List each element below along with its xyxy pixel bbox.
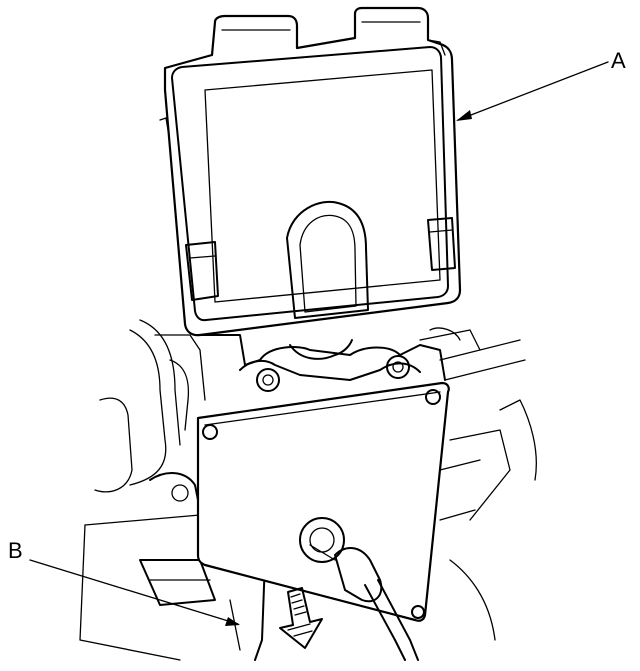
ground-cable	[299, 517, 419, 661]
arrowhead-b-icon	[225, 617, 240, 626]
mounting-bolt-icon	[202, 424, 218, 440]
arrowhead-a-icon	[456, 110, 472, 121]
leader-lines	[29, 61, 609, 626]
control-unit-plate	[196, 381, 450, 622]
terminal-icon	[299, 517, 345, 563]
upper-module	[159, 6, 462, 337]
leader-line-b	[29, 559, 239, 625]
mounting-bolt-icon	[411, 605, 425, 619]
bolt-icon	[256, 368, 280, 392]
removal-direction-arrow	[279, 587, 323, 649]
leader-line-a	[457, 61, 609, 121]
callout-label-b: B	[8, 538, 23, 563]
bolt-icon	[171, 484, 189, 502]
bolt-icon	[386, 355, 410, 379]
callout-label-a: A	[611, 48, 626, 73]
mounting-bracket	[194, 334, 446, 392]
mounting-bolt-icon	[425, 389, 441, 405]
